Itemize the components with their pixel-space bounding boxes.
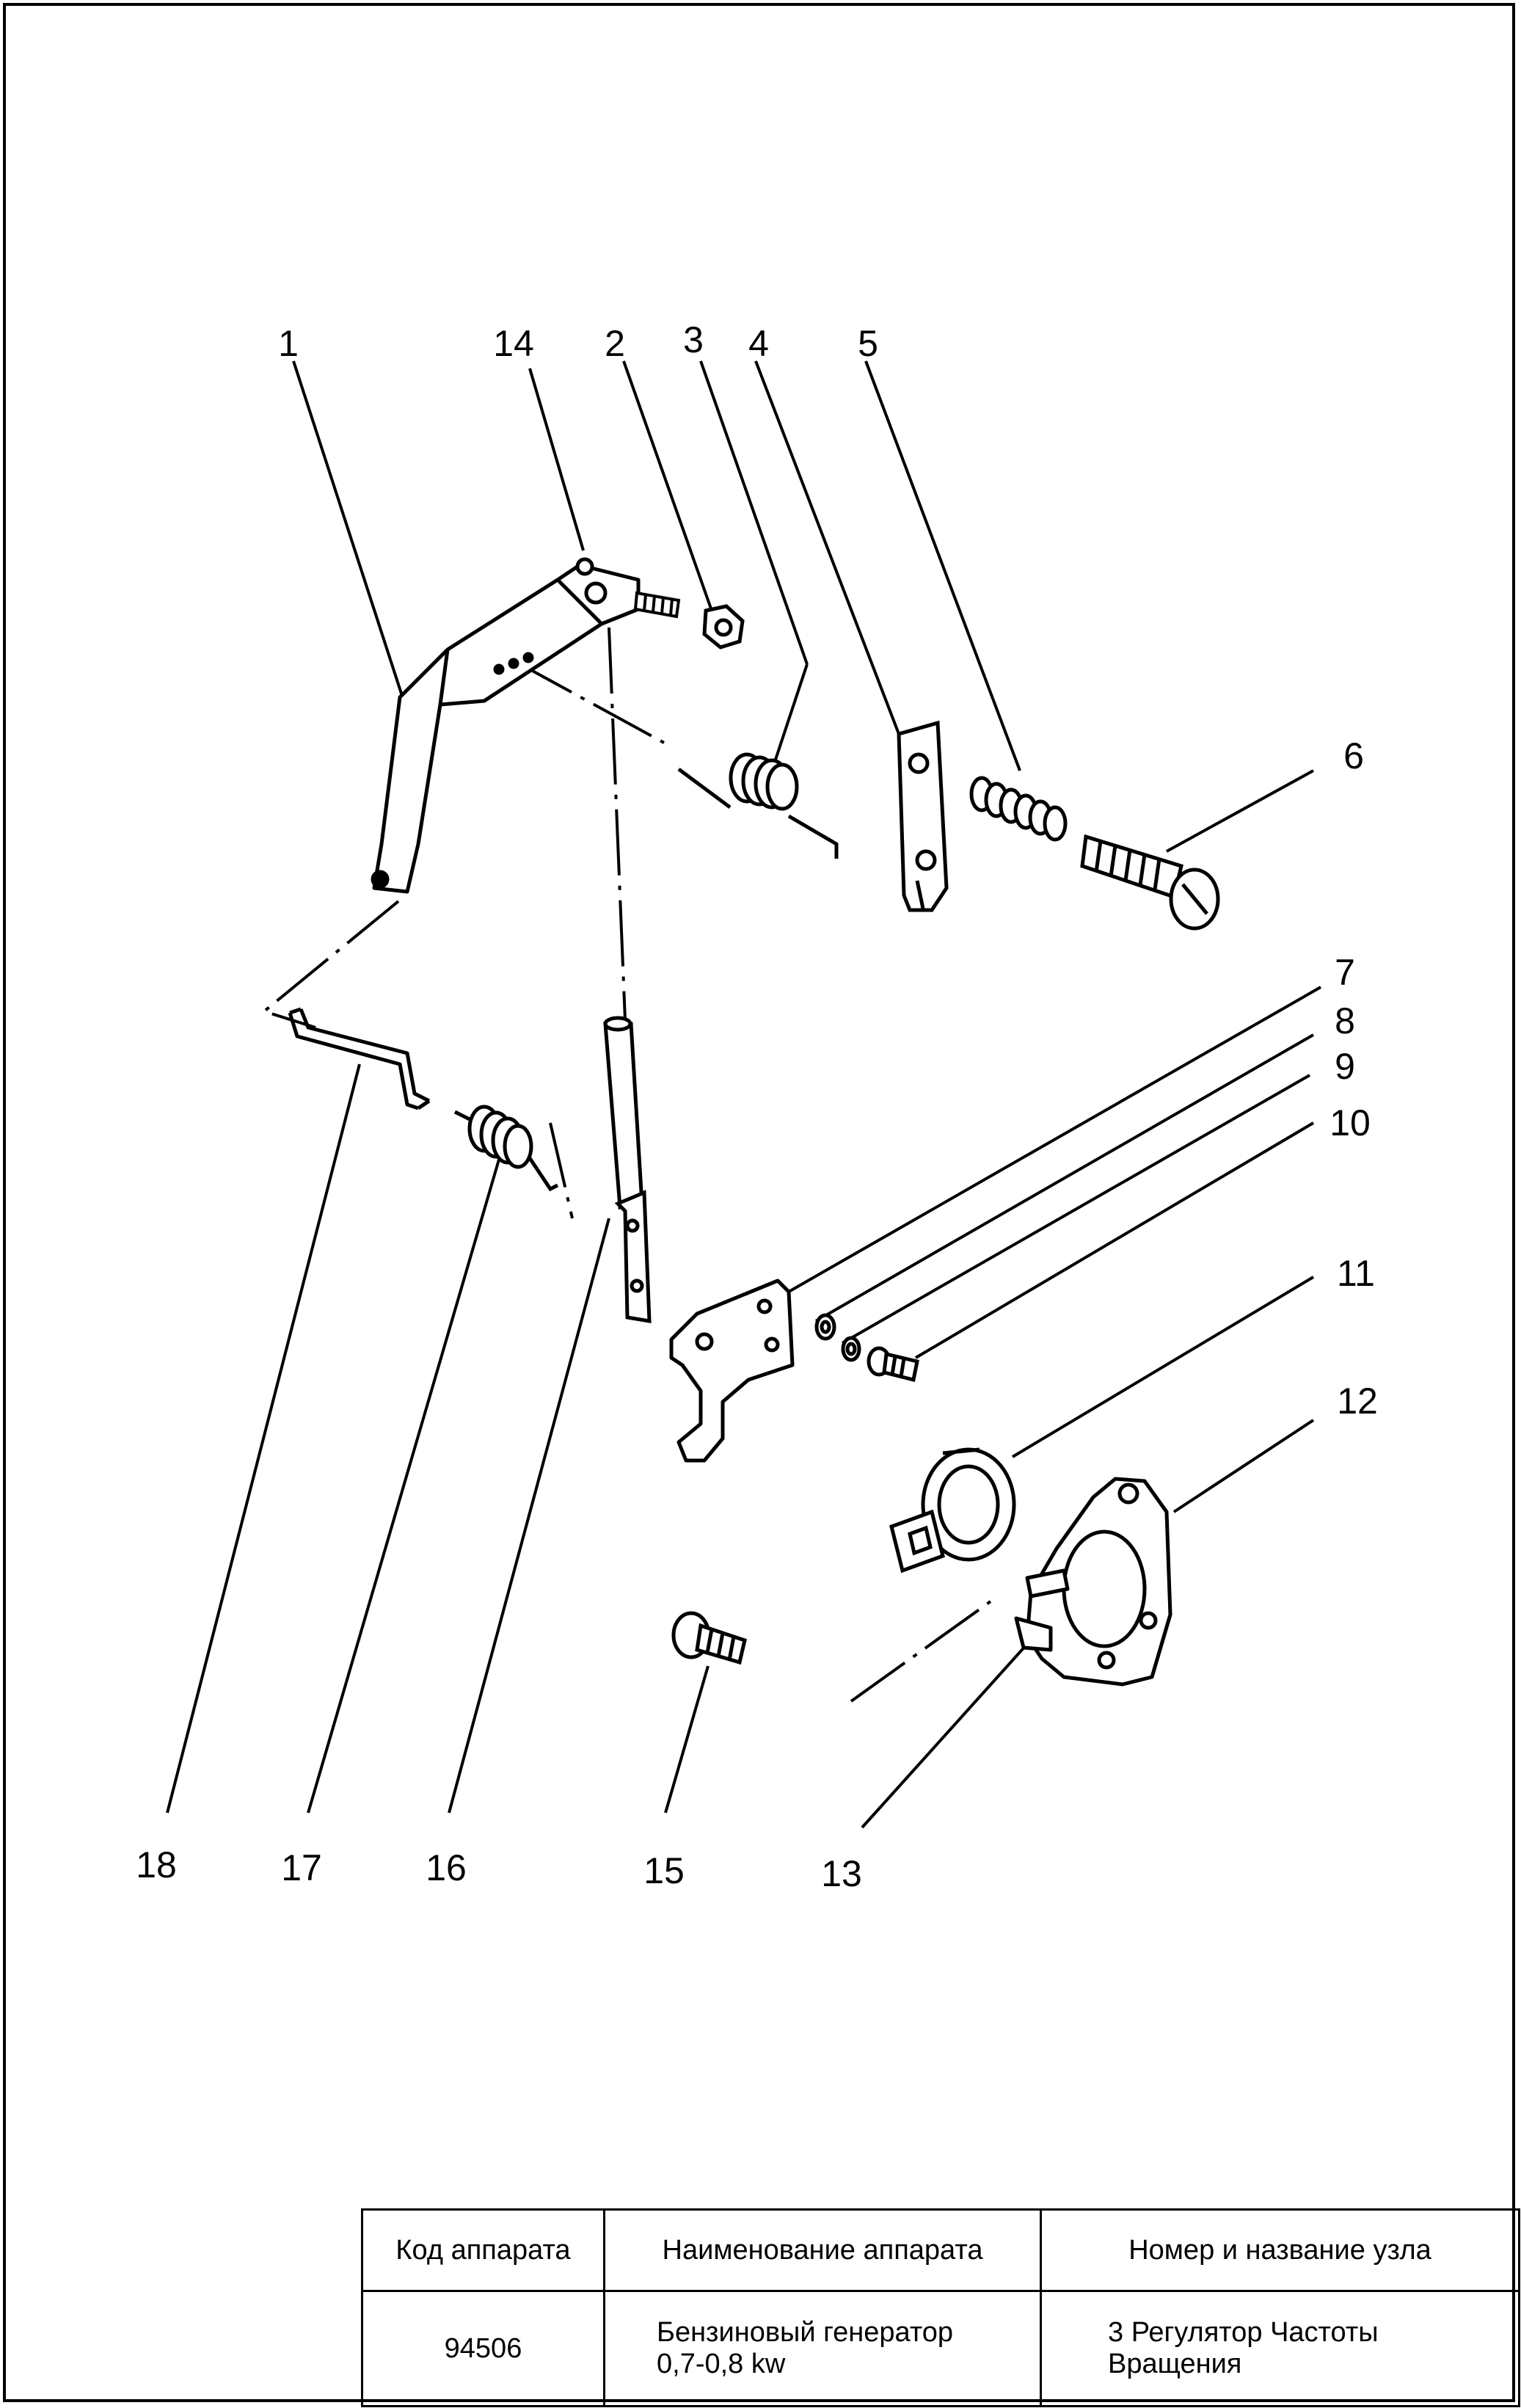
value-node: 3 Регулятор Частоты Вращения [1040,2290,1520,2407]
header-node: Номер и название узла [1040,2208,1520,2292]
callout-12: 12 [1337,1381,1378,1422]
leader-16 [448,1218,610,1814]
callout-16: 16 [426,1847,467,1888]
bearing-ring [889,1447,1016,1574]
callout-15: 15 [643,1850,685,1891]
leader-18 [166,1063,361,1814]
governor-shaft [603,1016,652,1323]
leader-lines [166,360,1321,1829]
callout-8: 8 [1335,1000,1355,1041]
leader-12 [1172,1419,1315,1513]
leader-15 [664,1665,710,1814]
leader-4 [754,360,900,735]
callout-14: 14 [493,323,534,364]
header-code: Код аппарата [361,2208,605,2292]
torsion-spring [677,752,839,859]
callout-17: 17 [281,1847,322,1888]
callout-6: 6 [1343,735,1364,776]
governor-lever [371,557,641,894]
leader-6 [1166,769,1314,853]
callout-11: 11 [1337,1253,1375,1294]
adjusting-screw [1080,834,1220,931]
callout-18: 18 [136,1844,177,1885]
center-line-link-b [549,1122,574,1219]
leader-10 [914,1121,1315,1359]
leader-17 [307,1159,500,1814]
adjusting-plate [897,720,949,912]
leader-2 [622,360,713,611]
lever-stud [633,591,681,619]
bolt-15 [671,1611,747,1665]
callout-7: 7 [1335,952,1355,993]
value-name-line1: Бензиновый генератор [657,2317,954,2348]
leader-3-b [770,663,809,771]
hex-nut [702,604,745,650]
title-block-value-row: 94506 Бензиновый генератор 0,7-0,8 kw 3 … [361,2290,1520,2407]
value-name: Бензиновый генератор 0,7-0,8 kw [603,2290,1042,2407]
title-block-header-row: Код аппарата Наименование аппарата Номер… [361,2208,1520,2292]
callout-3: 3 [683,319,704,360]
callout-4: 4 [748,323,769,364]
center-line-shaft [608,627,627,1021]
header-name: Наименование аппарата [603,2208,1042,2292]
leader-1 [292,360,412,724]
compression-spring [969,776,1068,842]
value-code: 94506 [361,2290,605,2407]
governor-fork [669,1278,795,1463]
leader-13 [861,1643,1029,1829]
leader-7 [788,986,1321,1293]
center-line-link [260,900,400,1029]
title-block: Код аппарата Наименование аппарата Номер… [361,2208,1520,2407]
assembly-center-lines [260,627,992,1703]
callout-2: 2 [605,323,625,364]
callout-9: 9 [1335,1046,1355,1087]
leader-3-a [699,360,809,665]
callout-numbers: 1 14 2 3 4 5 6 7 8 9 10 11 12 13 15 16 1… [136,319,1378,1894]
center-line-spring [513,659,665,744]
callout-10: 10 [1329,1102,1371,1143]
value-node-line1: 3 Регулятор Частоты [1108,2317,1379,2348]
flange [1014,1477,1172,1687]
callout-5: 5 [858,323,878,364]
center-line-flange [850,1600,992,1703]
leader-5 [864,360,1021,771]
value-name-line2: 0,7-0,8 kw [657,2349,786,2379]
washers [814,1313,861,1362]
governor-spring [453,1105,559,1192]
leader-9 [842,1074,1310,1345]
fork-screw [867,1346,919,1383]
leader-11 [1011,1276,1315,1458]
callout-13: 13 [821,1853,862,1894]
leader-8 [815,1033,1314,1323]
value-node-line2: Вращения [1108,2349,1242,2379]
leader-14 [528,368,585,551]
callout-1: 1 [278,323,299,364]
link-rod [288,1007,431,1110]
